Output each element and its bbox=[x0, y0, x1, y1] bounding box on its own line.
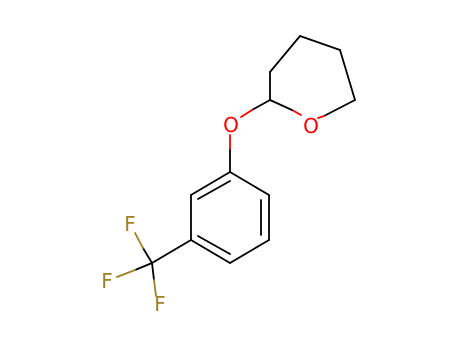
bond-c3-c4 bbox=[299, 35, 341, 51]
bond-ar6-ar1 bbox=[190, 171, 231, 196]
bond-c2-o-ether-red bbox=[240, 109, 253, 118]
fluorine-top-label: F bbox=[124, 212, 136, 236]
bond-c2-o-ether bbox=[251, 99, 271, 111]
oxygen-ether-label: O bbox=[223, 113, 239, 137]
bond-c6-o-ring bbox=[317, 115, 325, 119]
bond-ar4-ar5 bbox=[190, 239, 231, 264]
bond-ar3-ar4 bbox=[229, 239, 270, 264]
bond-c2-o-ring bbox=[269, 99, 293, 111]
bond-ar1-ar2 bbox=[229, 171, 270, 196]
bond-ar4-ar5-inner bbox=[197, 235, 231, 255]
bond-c2-c3 bbox=[269, 35, 301, 73]
benzene-ring bbox=[190, 171, 270, 264]
bond-c4-c5 bbox=[339, 49, 356, 101]
ether-linkage bbox=[229, 99, 271, 173]
bond-cf3-f-top bbox=[134, 232, 144, 249]
bond-cf3-f-top-black bbox=[142, 247, 153, 264]
bond-cf3-f-left bbox=[116, 269, 136, 278]
bond-o-ring-c2 bbox=[291, 109, 302, 116]
bond-ar6-ar1-inner bbox=[197, 180, 231, 200]
oxygen-ring-label: O bbox=[303, 114, 319, 138]
tetrahydropyran-ring bbox=[269, 35, 356, 119]
fluorine-left-label: F bbox=[101, 269, 113, 293]
bond-c5-c6 bbox=[323, 99, 356, 117]
trifluoromethyl-group bbox=[116, 232, 192, 297]
fluorine-bottom-label: F bbox=[154, 292, 166, 316]
bond-cf3-f-bottom bbox=[153, 279, 157, 297]
bond-ar5-cf3 bbox=[151, 239, 192, 264]
bond-cf3-f-bottom-black bbox=[151, 262, 155, 281]
bond-cf3-f-left-black bbox=[134, 262, 153, 271]
